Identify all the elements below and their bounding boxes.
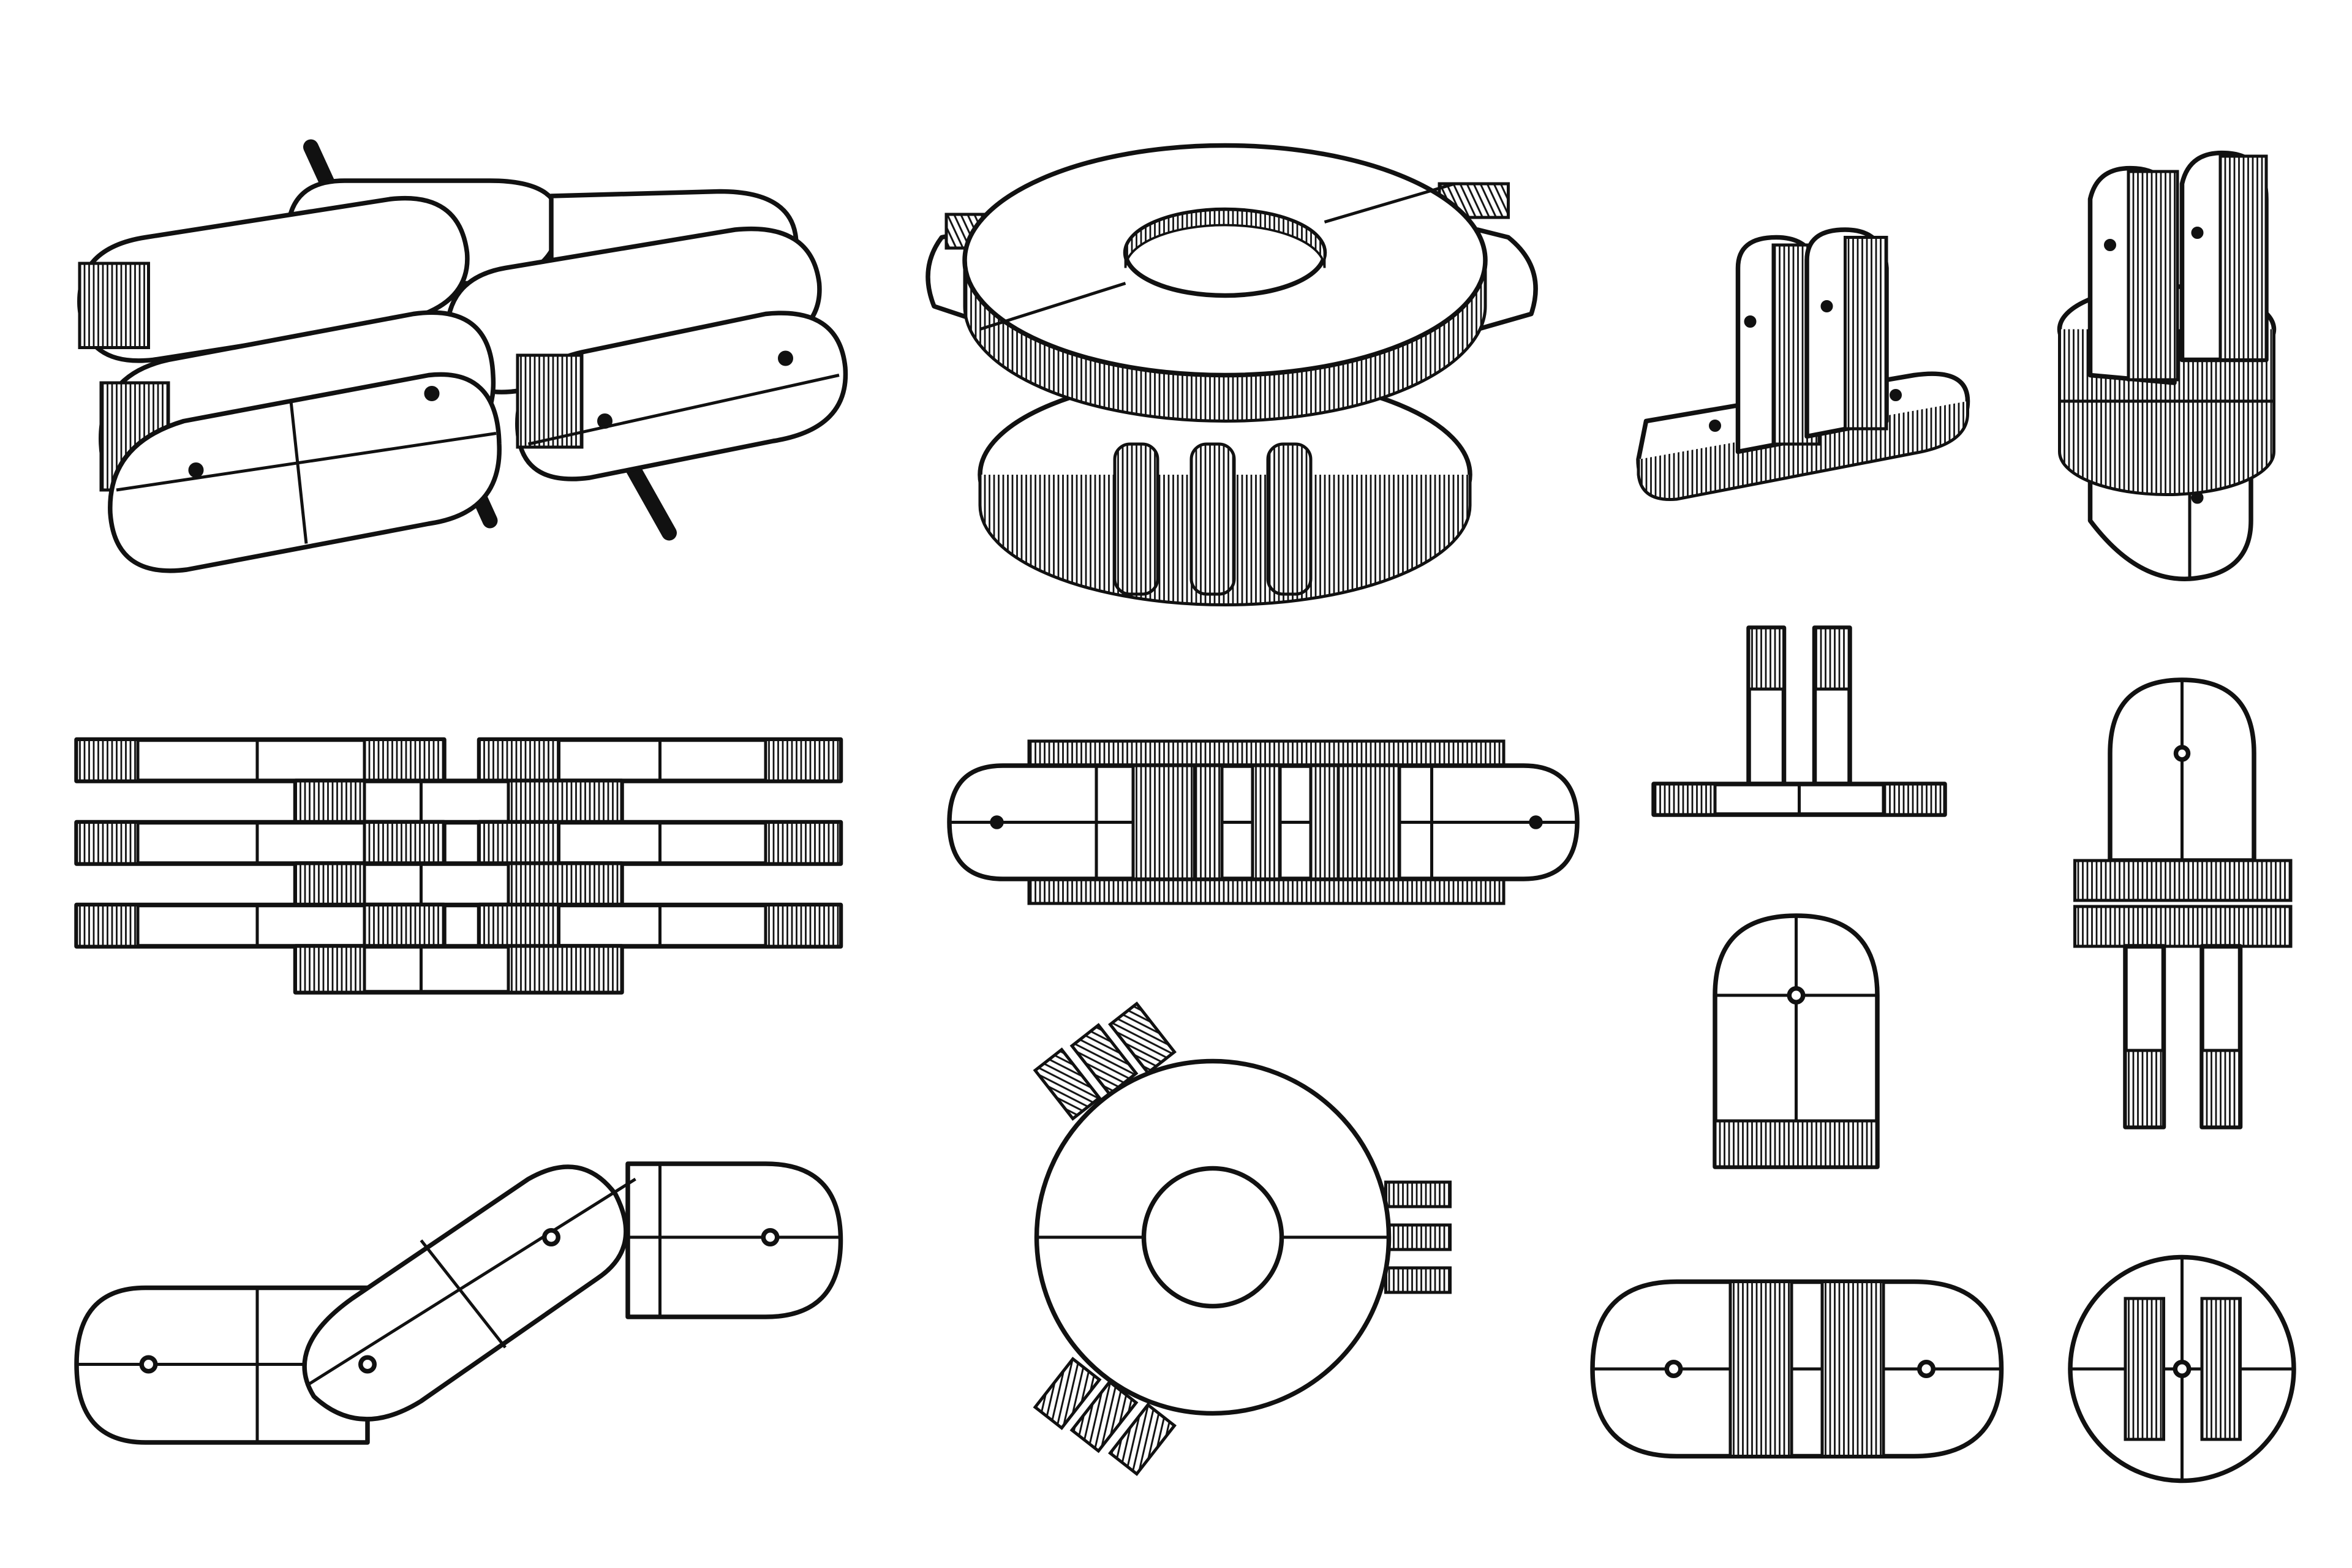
ring-plan-view — [1033, 1001, 1452, 1476]
chain-row-5 — [74, 902, 843, 949]
chain-row-2 — [293, 778, 624, 825]
iso-chain-assembly — [77, 139, 848, 573]
ring-plan-tabs-upper-left — [1033, 1001, 1177, 1121]
chain-row-3 — [74, 820, 843, 866]
ring-plan-tabs-right — [1384, 1180, 1452, 1294]
ring-side-elevation — [947, 739, 1580, 905]
clamp-side-collar-bottom — [2073, 905, 2293, 948]
chain-top-link-angled — [302, 1164, 628, 1422]
iso-cylinder-clamp — [2057, 150, 2277, 581]
ring-top-rim — [1027, 739, 1506, 767]
clamp-plan-view — [2068, 1254, 2296, 1483]
chain-row-1 — [74, 737, 843, 783]
chain-row-4 — [293, 861, 624, 908]
iso-fork-bracket — [1636, 227, 1970, 501]
ring-plan-inner — [1141, 1166, 1284, 1309]
clamp-side-collar-top — [2073, 859, 2293, 902]
chain-top-view — [74, 1161, 843, 1445]
chain-front-elevation — [74, 737, 843, 995]
fork-front-elevation — [1651, 625, 1947, 817]
clamp-side-elevation — [2073, 677, 2293, 1129]
ring-plan-tabs-lower-left — [1033, 1357, 1177, 1476]
ring-bottom-rim — [1027, 877, 1506, 905]
chain-top-link-right — [625, 1161, 843, 1319]
ring-tab-1 — [1113, 442, 1159, 596]
chain-row-6 — [293, 944, 624, 995]
fork-side-elevation — [1713, 913, 1880, 1169]
ring-tab-3 — [1266, 442, 1313, 596]
fork-plan-view — [1590, 1279, 2004, 1459]
chain-link-front-main — [108, 372, 502, 573]
iso-ring-assembly — [925, 143, 1538, 606]
ring-tab-2 — [1189, 442, 1236, 596]
